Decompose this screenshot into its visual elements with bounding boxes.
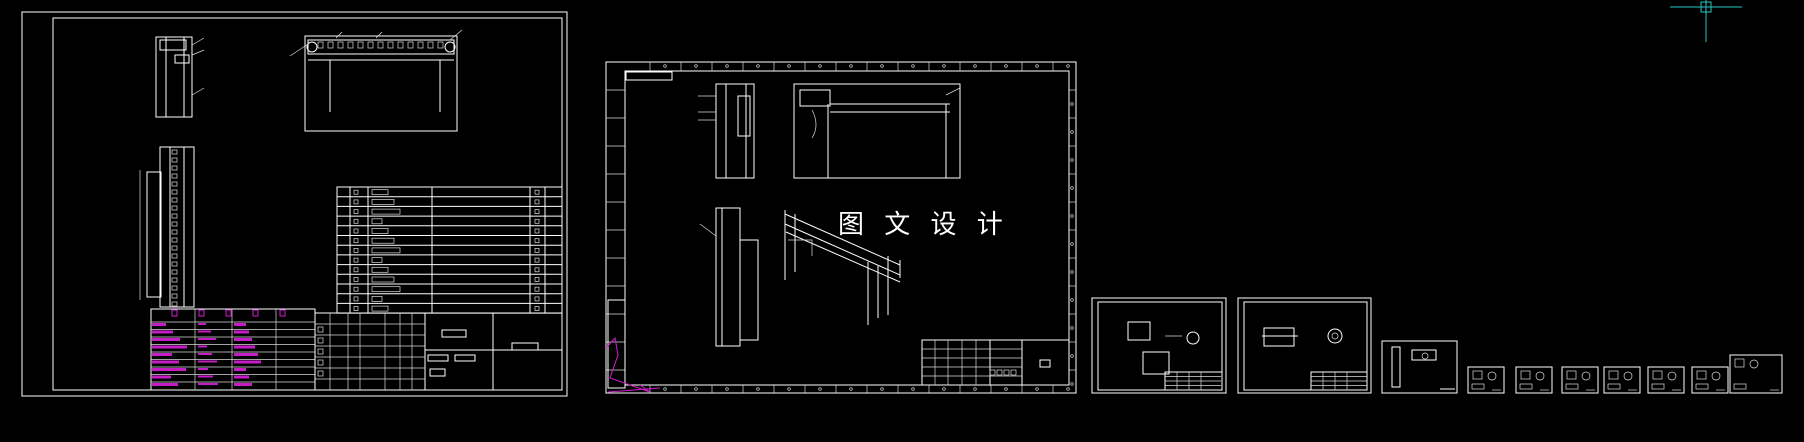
part-thumb-1[interactable] bbox=[1467, 366, 1505, 394]
highlighted-notes-block bbox=[150, 308, 316, 391]
sheet-outer-border bbox=[21, 11, 568, 397]
part-thumb-2[interactable] bbox=[1515, 366, 1553, 394]
assembly-sheet-2[interactable]: 图 文 设 计 bbox=[605, 61, 1077, 394]
assembly-sheet-1[interactable] bbox=[21, 11, 568, 397]
part-sheet-a[interactable] bbox=[1091, 297, 1227, 394]
sheet-outer-border bbox=[605, 61, 1077, 394]
front-view-drawing bbox=[289, 29, 463, 132]
isometric-view-drawing bbox=[784, 210, 901, 325]
side-view-drawing bbox=[698, 83, 755, 179]
title-block bbox=[921, 339, 1070, 386]
part-sheet-c[interactable] bbox=[1381, 340, 1458, 394]
side-view-drawing bbox=[155, 36, 205, 118]
top-view-drawing bbox=[139, 146, 195, 308]
part-thumb-6[interactable] bbox=[1691, 366, 1729, 394]
side-frame-drawing bbox=[699, 207, 759, 347]
part-thumb-4[interactable] bbox=[1603, 366, 1641, 394]
highlighted-mark bbox=[605, 336, 661, 393]
part-thumb-3[interactable] bbox=[1561, 366, 1599, 394]
title-block bbox=[314, 312, 563, 391]
part-thumb-5[interactable] bbox=[1647, 366, 1685, 394]
crosshair-cursor-icon bbox=[1670, 0, 1742, 42]
part-sheet-b[interactable] bbox=[1237, 297, 1372, 394]
sheet-inner-border bbox=[624, 70, 1070, 386]
part-thumb-7[interactable] bbox=[1729, 354, 1783, 394]
sheet-inner-border bbox=[52, 17, 563, 391]
watermark-text: 图 文 设 计 bbox=[838, 210, 1009, 240]
parts-list-table bbox=[336, 186, 563, 314]
front-view-drawing bbox=[793, 83, 961, 179]
